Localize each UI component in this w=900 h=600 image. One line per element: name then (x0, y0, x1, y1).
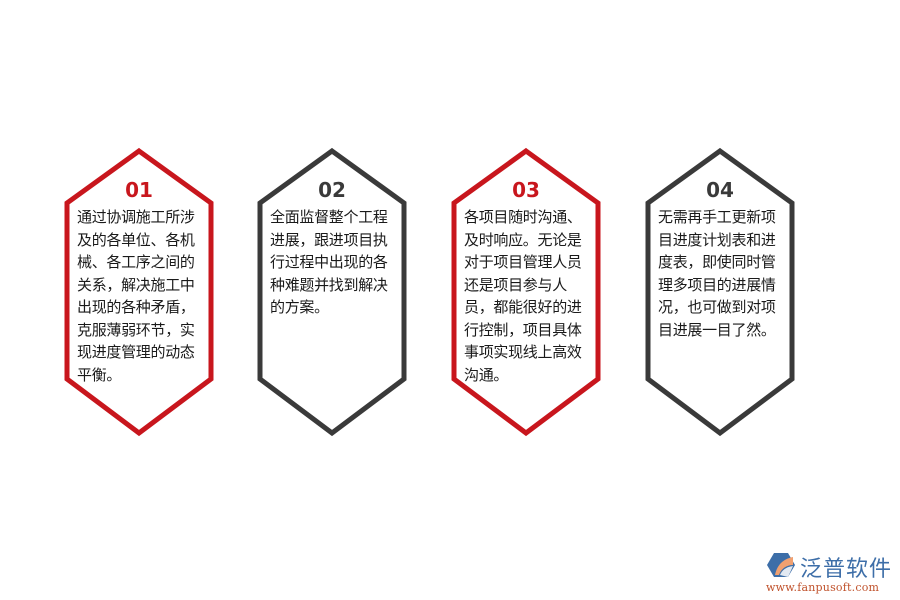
step-number: 01 (125, 178, 153, 202)
step-number: 04 (706, 178, 734, 202)
step-description: 无需再手工更新项目进度计划表和进度表，即使同时管理多项目的进展情况，也可做到对项… (658, 208, 776, 339)
hexagon-outline-icon (257, 147, 407, 437)
brand-logo: 泛普软件 www.fanpusoft.com (766, 551, 896, 596)
brand-name: 泛普软件 (800, 557, 893, 582)
hexagon-outline-icon (64, 147, 214, 437)
card-04: 04 无需再手工更新项目进度计划表和进度表，即使同时管理多项目的进展情况，也可做… (644, 147, 796, 437)
fanpu-logo-icon (767, 553, 795, 577)
step-description: 全面监督整个工程进展，跟进项目执行过程中出现的各种难题并找到解决的方案。 (270, 208, 388, 316)
card-01: 01 通过协调施工所涉及的各单位、各机械、各工序之间的关系，解决施工中出现的各种… (63, 147, 215, 437)
step-description: 各项目随时沟通、及时响应。无论是对于项目管理人员还是项目参与人员，都能很好的进行… (464, 208, 582, 384)
card-03: 03 各项目随时沟通、及时响应。无论是对于项目管理人员还是项目参与人员，都能很好… (450, 147, 602, 437)
card-02: 02 全面监督整个工程进展，跟进项目执行过程中出现的各种难题并找到解决的方案。 (256, 147, 408, 437)
step-number: 02 (318, 178, 346, 202)
step-description: 通过协调施工所涉及的各单位、各机械、各工序之间的关系，解决施工中出现的各种矛盾，… (77, 208, 195, 384)
hexagon-outline-icon (451, 147, 601, 437)
step-number: 03 (512, 178, 540, 202)
hexagon-outline-icon (645, 147, 795, 437)
brand-url: www.fanpusoft.com (766, 581, 880, 594)
